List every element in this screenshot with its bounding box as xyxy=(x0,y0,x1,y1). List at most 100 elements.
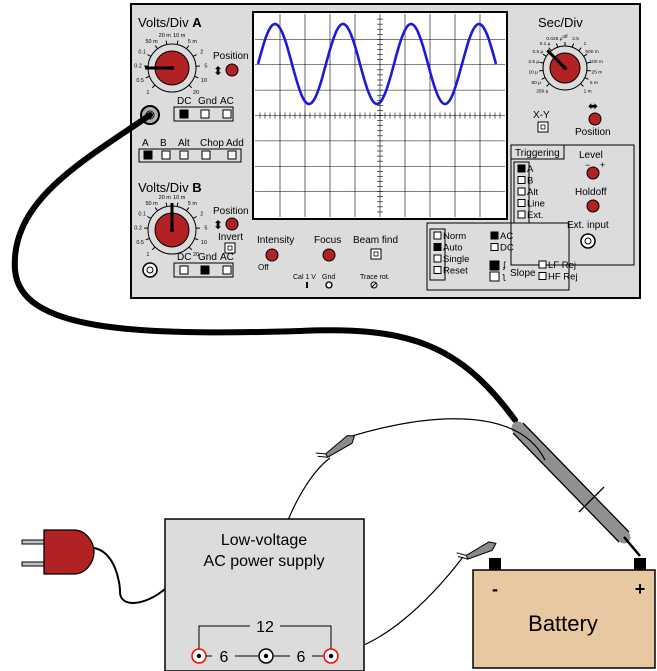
switch-button[interactable] xyxy=(227,150,237,160)
dial-tick xyxy=(555,43,559,48)
switch-button[interactable] xyxy=(490,243,499,251)
dial-tick-label: 250 µ xyxy=(536,89,548,95)
graticule-dot xyxy=(344,140,346,142)
focus-knob[interactable] xyxy=(322,248,336,262)
switch-button[interactable] xyxy=(200,265,210,275)
battery-negative-terminal xyxy=(489,558,501,570)
dial-tick-label: 5 m xyxy=(188,39,198,45)
graticule-dot xyxy=(494,191,496,193)
ch-b-input-connector[interactable] xyxy=(142,262,158,278)
graticule-dot xyxy=(319,191,321,193)
graticule-dot xyxy=(339,38,341,40)
switch-button[interactable] xyxy=(179,109,189,119)
graticule-dot xyxy=(319,165,321,167)
ch-a-position-knob[interactable] xyxy=(225,63,239,77)
switch-button[interactable] xyxy=(433,254,442,263)
switch-button[interactable] xyxy=(200,109,210,119)
switch-label: AC xyxy=(500,231,513,242)
dial-tick-label: 5 m xyxy=(590,80,598,86)
graticule-dot xyxy=(384,115,386,116)
graticule-dot xyxy=(364,38,366,40)
switch-button[interactable] xyxy=(222,109,232,119)
switch-button[interactable] xyxy=(143,150,153,160)
graticule-dot xyxy=(359,115,361,116)
trigger-level-minus: − xyxy=(585,160,590,170)
switch-button[interactable] xyxy=(433,266,442,274)
switch-button[interactable] xyxy=(517,210,526,219)
switch-label: DC xyxy=(500,243,514,254)
graticule-dot xyxy=(289,140,291,142)
ch-b-invert-button[interactable] xyxy=(224,242,236,254)
switch-button[interactable] xyxy=(201,150,211,160)
dial-tick-label: 2.5 µ xyxy=(528,59,539,65)
graticule-dot xyxy=(434,140,436,142)
graticule-dot xyxy=(384,64,386,66)
graticule-dot xyxy=(434,191,436,193)
xy-button[interactable] xyxy=(537,121,549,133)
graticule-dot xyxy=(424,89,426,91)
graticule-dot xyxy=(384,140,386,142)
switch-button[interactable] xyxy=(538,272,547,280)
horizontal-position-knob[interactable] xyxy=(588,112,602,126)
graticule-dot xyxy=(269,191,271,193)
graticule-dot xyxy=(419,64,421,66)
slope-falling-button[interactable] xyxy=(489,271,500,282)
graticule-dot xyxy=(419,115,421,116)
graticule-dot xyxy=(414,165,416,167)
switch-button[interactable] xyxy=(538,260,547,269)
dial-tick xyxy=(192,216,197,219)
dial-tick-label: 0.1 xyxy=(138,212,146,218)
switch-button[interactable] xyxy=(222,265,232,275)
power-supply-total-voltage: 12 xyxy=(256,619,274,636)
switch-button[interactable] xyxy=(433,243,442,251)
dial-tick-label: 0.5 xyxy=(136,240,144,246)
ext-input-connector[interactable] xyxy=(580,233,596,249)
switch-button[interactable] xyxy=(517,176,526,184)
slope-rising-button[interactable] xyxy=(489,260,500,271)
graticule-dot xyxy=(269,89,271,91)
ch-b-position-knob[interactable] xyxy=(225,217,239,231)
switch-label: A xyxy=(142,138,149,149)
graticule-dot xyxy=(269,140,271,142)
dial-tick xyxy=(548,47,552,52)
graticule-dot xyxy=(394,89,396,91)
dial-tick-label: 20 xyxy=(193,90,199,96)
intensity-knob[interactable] xyxy=(265,248,279,262)
switch-button[interactable] xyxy=(433,231,442,240)
graticule-dot xyxy=(414,89,416,91)
switch-button[interactable] xyxy=(517,199,526,207)
ch-a-title: Volts/Div A xyxy=(138,15,202,30)
holdoff-knob[interactable] xyxy=(586,199,600,213)
graticule-dot xyxy=(294,140,296,142)
dial-tick xyxy=(185,207,190,212)
graticule-dot xyxy=(449,140,451,142)
graticule-dot xyxy=(359,140,361,142)
graticule-dot xyxy=(299,64,301,66)
switch-button[interactable] xyxy=(517,164,526,173)
graticule-dot xyxy=(364,89,366,91)
switch-button[interactable] xyxy=(179,150,189,160)
beam-find-button[interactable] xyxy=(370,248,382,260)
trace-rot-label: Trace rot. xyxy=(360,274,390,281)
switch-label: A xyxy=(527,164,534,175)
graticule-dot xyxy=(389,140,391,142)
graticule-dot xyxy=(349,191,351,193)
graticule-dot xyxy=(399,140,401,142)
switch-button[interactable] xyxy=(161,150,171,160)
beam-find-button-inner xyxy=(373,251,379,257)
trigger-level-knob[interactable] xyxy=(586,166,600,180)
switch-label: Gnd xyxy=(198,96,217,107)
graticule-dot xyxy=(484,89,486,91)
graticule-dot xyxy=(324,89,326,91)
switch-button[interactable] xyxy=(179,265,189,275)
switch-button[interactable] xyxy=(490,231,499,240)
switch-button[interactable] xyxy=(517,187,526,196)
dial-tick-label: 10 xyxy=(201,240,207,246)
graticule-dot xyxy=(414,115,416,116)
graticule-dot xyxy=(314,191,316,193)
graticule-dot xyxy=(499,165,501,167)
